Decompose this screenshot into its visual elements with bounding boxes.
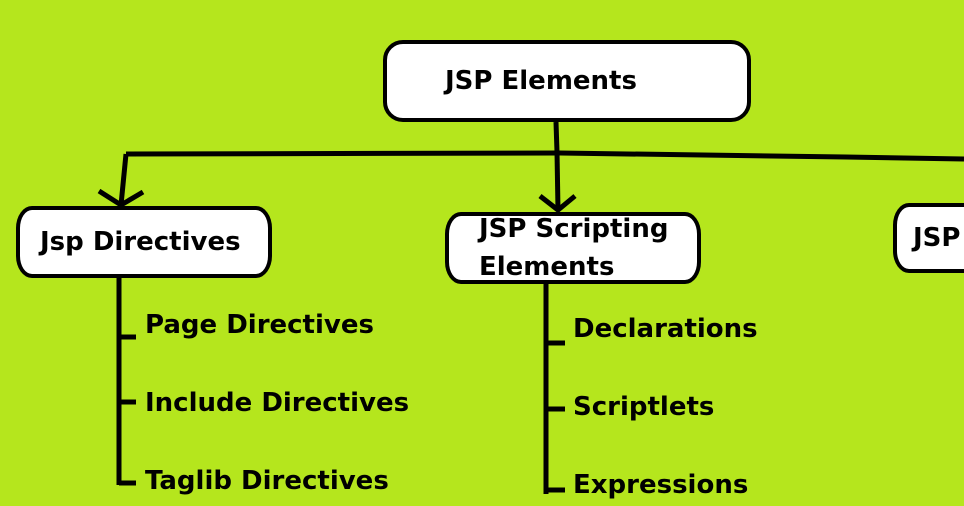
jsp-scripting-label-line-1: JSP Scripting <box>479 214 669 244</box>
jsp-actions-label: JSP A <box>913 223 964 253</box>
root-node: JSP Elements <box>383 40 751 122</box>
jsp-directives-label: Jsp Directives <box>40 227 241 257</box>
leaf-taglib-directives: Taglib Directives <box>145 466 389 496</box>
jsp-scripting-elements-node: JSP Scripting Elements <box>445 212 701 284</box>
jsp-actions-node: JSP A <box>893 203 964 273</box>
scripting-arrowhead <box>538 194 577 214</box>
root-node-label: JSP Elements <box>445 66 637 96</box>
jsp-scripting-label-line-2: Elements <box>479 252 615 282</box>
directives-arrowhead <box>97 188 145 208</box>
leaf-page-directives: Page Directives <box>145 310 374 340</box>
horizontal-bus-line <box>125 150 964 162</box>
leaf-declarations: Declarations <box>573 314 758 344</box>
leaf-scriptlets: Scriptlets <box>573 392 715 422</box>
root-stem-line <box>553 121 560 153</box>
jsp-directives-node: Jsp Directives <box>16 206 272 278</box>
leaf-include-directives: Include Directives <box>145 388 410 418</box>
scripting-drop-line <box>554 151 561 211</box>
leaf-expressions: Expressions <box>573 470 749 500</box>
directives-drop-line <box>118 153 129 206</box>
jsp-scripting-elements-label: JSP Scripting Elements <box>479 210 668 286</box>
